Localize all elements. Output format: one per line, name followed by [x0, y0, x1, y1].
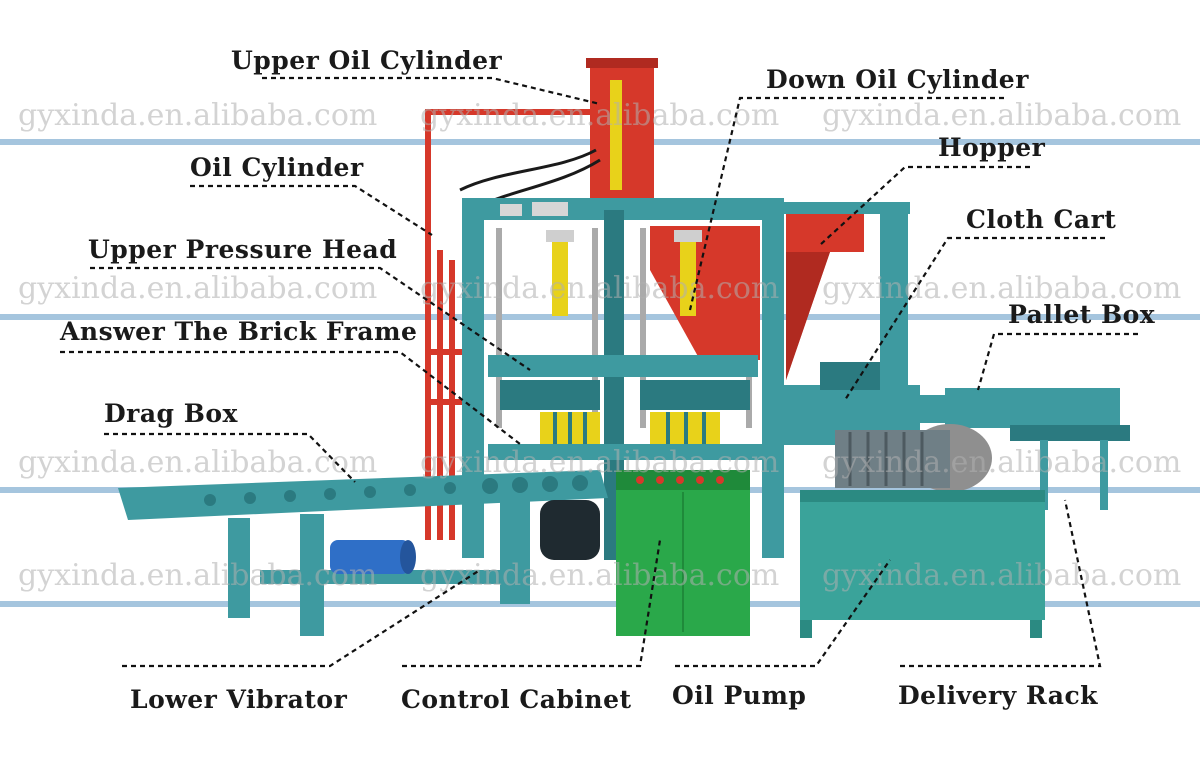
- label-down-oil-cylinder: Down Oil Cylinder: [766, 65, 1029, 94]
- leader-upper-pressure-head: [90, 266, 531, 371]
- watermark: gyxinda.en.alibaba.com: [420, 445, 779, 480]
- watermark: gyxinda.en.alibaba.com: [822, 445, 1181, 480]
- control-cabinet-part: [616, 470, 750, 636]
- watermark: gyxinda.en.alibaba.com: [420, 271, 779, 306]
- pressure-head-part: [488, 355, 768, 460]
- oil-pump-part: [800, 490, 1045, 638]
- leader-oil-cylinder: [190, 184, 433, 236]
- leader-control-cabinet: [402, 539, 662, 668]
- pump-motor-part: [835, 424, 992, 492]
- label-upper-oil-cylinder: Upper Oil Cylinder: [231, 46, 502, 75]
- drag-box-part: [118, 470, 608, 636]
- yellow-cylinders: [546, 230, 702, 316]
- watermark-text: gyxinda.en.alibaba.com gyxinda.en.alibab…: [18, 98, 1181, 593]
- label-answer-brick-frame: Answer The Brick Frame: [59, 317, 417, 346]
- watermark: gyxinda.en.alibaba.com: [822, 558, 1181, 593]
- leader-down-oil-cylinder: [688, 96, 1004, 311]
- label-lower-vibrator: Lower Vibrator: [130, 685, 348, 714]
- leader-pallet-box: [976, 332, 1138, 391]
- leader-lines: [60, 76, 1138, 668]
- watermark: gyxinda.en.alibaba.com: [420, 558, 779, 593]
- leader-hopper: [819, 165, 1030, 246]
- leader-oil-pump: [675, 559, 891, 668]
- watermark: gyxinda.en.alibaba.com: [18, 445, 377, 480]
- cloth-cart-part: [780, 362, 1130, 510]
- label-drag-box: Drag Box: [104, 399, 239, 428]
- leader-delivery-rack: [900, 499, 1102, 668]
- leader-upper-oil-cylinder: [262, 76, 601, 106]
- label-delivery-rack: Delivery Rack: [898, 681, 1098, 710]
- machine-illustration: [118, 58, 1130, 638]
- watermark: gyxinda.en.alibaba.com: [18, 271, 377, 306]
- label-pallet-box: Pallet Box: [1008, 300, 1156, 329]
- watermark: gyxinda.en.alibaba.com: [822, 98, 1181, 133]
- main-frame: [462, 198, 784, 560]
- hopper-part: [650, 202, 910, 402]
- upper-oil-cylinder-part: [459, 58, 658, 212]
- lower-vibrator-part: [330, 500, 600, 574]
- label-oil-pump: Oil Pump: [672, 681, 806, 710]
- watermark: gyxinda.en.alibaba.com: [420, 98, 779, 133]
- leader-lower-vibrator: [122, 569, 481, 668]
- label-oil-cylinder: Oil Cylinder: [190, 153, 364, 182]
- watermark: gyxinda.en.alibaba.com: [822, 271, 1181, 306]
- label-control-cabinet: Control Cabinet: [401, 685, 632, 714]
- label-cloth-cart: Cloth Cart: [966, 205, 1116, 234]
- label-upper-pressure-head: Upper Pressure Head: [88, 235, 397, 264]
- label-hopper: Hopper: [938, 133, 1046, 162]
- leader-cloth-cart: [844, 236, 1105, 401]
- watermark: gyxinda.en.alibaba.com: [18, 98, 377, 133]
- leader-drag-box: [104, 432, 356, 483]
- watermark: gyxinda.en.alibaba.com: [18, 558, 377, 593]
- part-labels: Upper Oil Cylinder Down Oil Cylinder Oil…: [59, 46, 1156, 714]
